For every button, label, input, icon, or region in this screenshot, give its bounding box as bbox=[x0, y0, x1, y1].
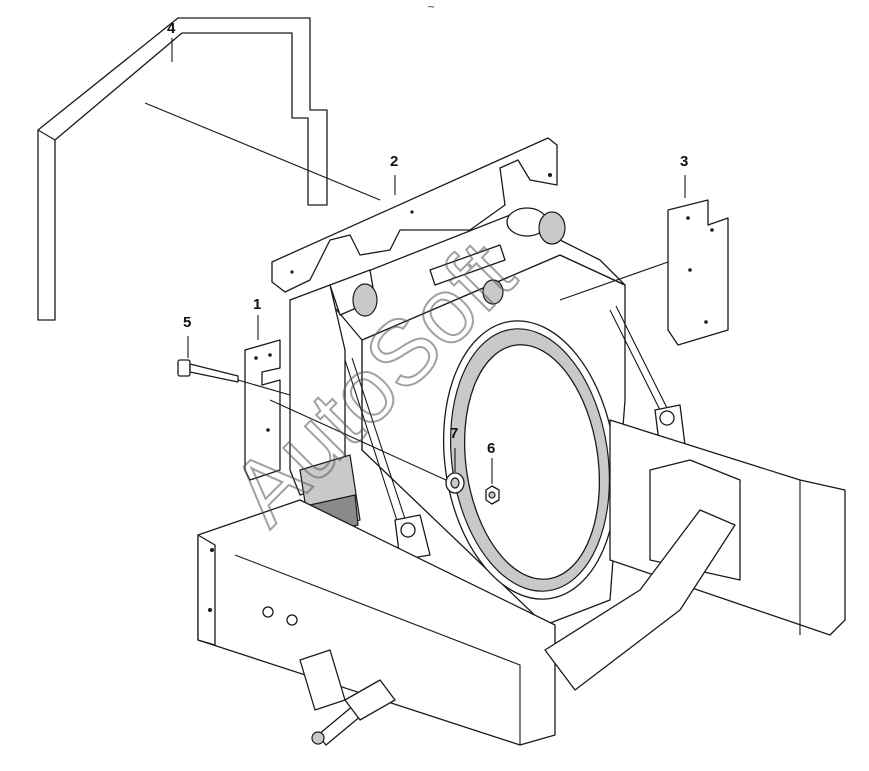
part-6-nut bbox=[485, 485, 500, 505]
part-2-shroud-plate bbox=[271, 137, 558, 293]
radiator-hoses bbox=[329, 207, 566, 317]
callout-2: 2 bbox=[390, 153, 399, 170]
part-1-mounting-bracket bbox=[244, 339, 281, 481]
leader-line-6-7 bbox=[269, 399, 447, 481]
left-support-column bbox=[289, 284, 361, 536]
top-mark: ~ bbox=[427, 2, 436, 13]
part-3-side-plate bbox=[667, 199, 729, 346]
front-cross-member bbox=[197, 499, 556, 746]
callout-1: 1 bbox=[253, 296, 262, 313]
lower-tube bbox=[299, 509, 736, 746]
callout-7: 7 bbox=[450, 425, 459, 442]
callout-4: 4 bbox=[167, 20, 176, 37]
callout-6: 6 bbox=[487, 440, 496, 457]
leader-line-3 bbox=[559, 261, 669, 301]
part-4-cover-bracket bbox=[37, 17, 328, 321]
part-7-washer bbox=[445, 472, 465, 494]
radiator-core bbox=[319, 214, 626, 626]
part-5-bolt bbox=[177, 359, 239, 383]
leader-line-5 bbox=[237, 379, 291, 396]
callout-5: 5 bbox=[183, 314, 192, 331]
leader-line-4 bbox=[144, 102, 381, 201]
callout-3: 3 bbox=[680, 153, 689, 170]
